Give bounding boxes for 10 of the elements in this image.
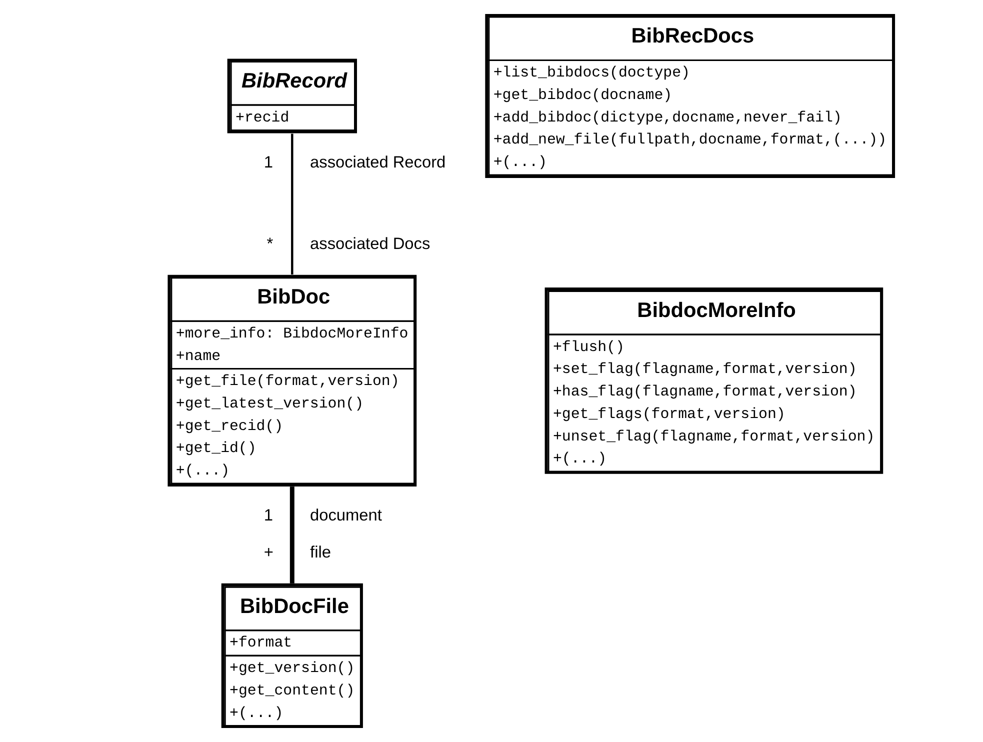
label: 1 <box>264 154 273 172</box>
label: associated Docs <box>310 234 430 253</box>
connector <box>291 134 294 275</box>
label: + <box>264 544 274 562</box>
label: 1 <box>264 506 273 525</box>
label: file <box>310 544 331 562</box>
label: document <box>310 506 382 525</box>
label: associated Record <box>310 154 446 172</box>
label: * <box>266 234 274 253</box>
connector <box>290 486 294 584</box>
